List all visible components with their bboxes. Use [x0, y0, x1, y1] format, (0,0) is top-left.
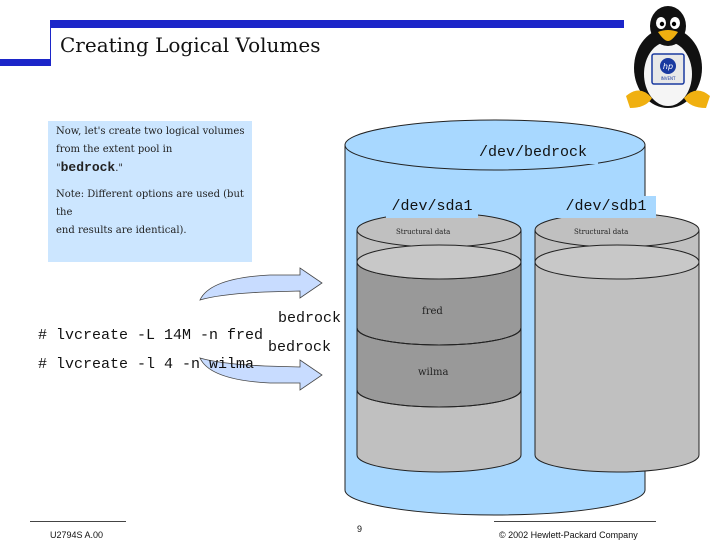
svg-text:INVENT: INVENT	[661, 76, 676, 81]
note-line-3: "bedrock."	[56, 160, 123, 175]
lv-wilma-label: wilma	[418, 367, 449, 378]
note-line-1: Now, let's create two logical volumes	[56, 126, 245, 137]
arrow-to-fred	[199, 267, 323, 301]
page-number: 9	[357, 524, 363, 534]
struct-left-label: Structural data	[396, 228, 451, 236]
pv-left-label: /dev/sda1	[386, 196, 478, 218]
course-code: U2794S A.00	[50, 530, 104, 540]
instruction-note: Now, let's create two logical volumes fr…	[48, 121, 252, 262]
pv-right-label: /dev/sdb1	[556, 196, 656, 218]
title-bar-top	[50, 20, 624, 28]
struct-right-label: Structural data	[574, 228, 629, 236]
command-lvcreate-fred: # lvcreate -L 14M -n fred	[20, 310, 263, 344]
arrow-to-wilma	[199, 357, 323, 391]
command-lvcreate-wilma: # lvcreate -l 4 -n wilma	[20, 339, 254, 373]
lv-fred-label: fred	[422, 306, 443, 317]
note-line-2: from the extent pool in	[56, 144, 173, 155]
note-line-4: Note: Different options are used (but th…	[56, 189, 244, 218]
page-title: Creating Logical Volumes	[60, 33, 321, 57]
vg-label: /dev/bedrock	[468, 142, 598, 164]
note-line-5: end results are identical).	[56, 225, 187, 236]
footer-rule-left	[30, 521, 126, 522]
command-text: # lvcreate -L 14M -n fred	[38, 327, 264, 344]
footer-rule-right	[494, 521, 656, 522]
svg-text:hp: hp	[663, 62, 673, 71]
title-bar-left	[0, 59, 50, 66]
copyright: © 2002 Hewlett-Packard Company	[499, 530, 638, 540]
title-divider	[50, 28, 51, 66]
command-vg-wilma: bedrock	[268, 339, 332, 356]
tux-penguin-icon: hp INVENT	[626, 6, 710, 108]
command-text: # lvcreate -l 4 -n wilma	[38, 356, 255, 373]
command-vg-fred: bedrock	[278, 310, 342, 327]
